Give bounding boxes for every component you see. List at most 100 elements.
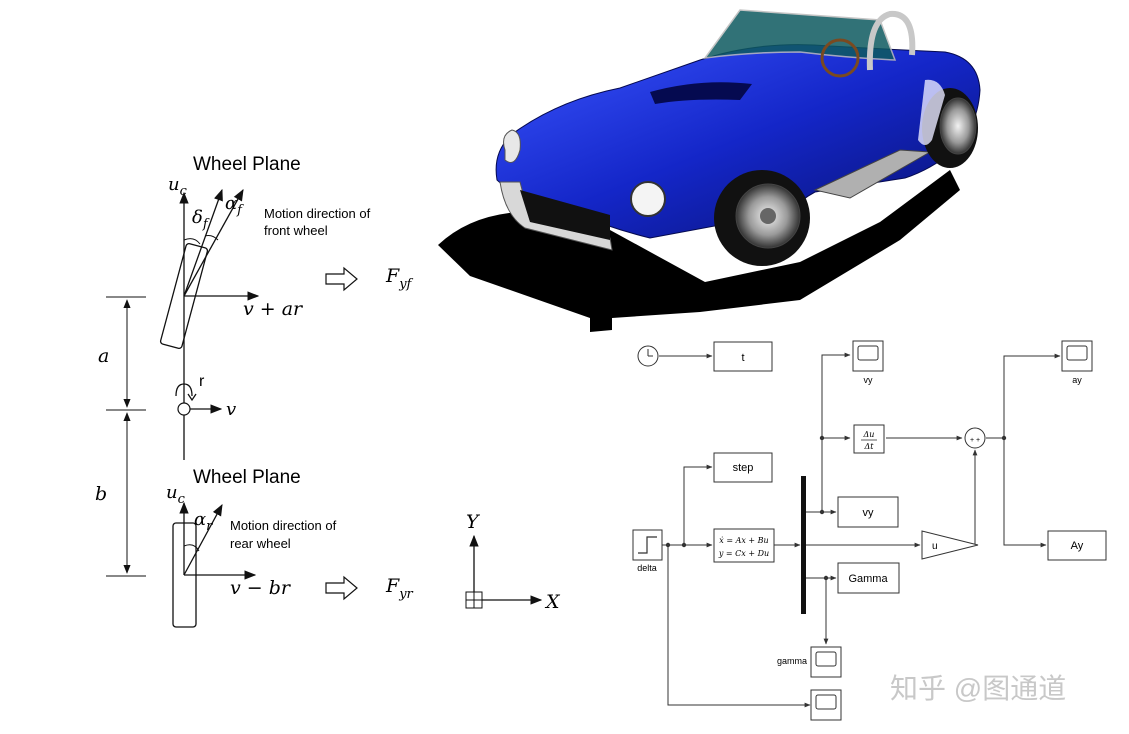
derivative-box xyxy=(853,424,885,454)
branch-dot-vy-1 xyxy=(819,509,825,515)
front-axis-u-label: uc xyxy=(168,174,188,199)
gain-triangle xyxy=(921,530,979,560)
cg-group: v r xyxy=(175,373,236,420)
car-right-headlight xyxy=(630,181,666,217)
wire-vy-scope xyxy=(806,352,851,513)
sum-signs: + + xyxy=(970,437,980,444)
rear-motion-arrow xyxy=(183,503,223,576)
front-velocity-label: v + ar xyxy=(243,298,304,320)
front-delta-label: δf xyxy=(192,207,210,232)
state-space-eq-1: ẋ = Ax + Bu xyxy=(719,536,768,545)
front-wheel-rect xyxy=(159,242,209,350)
wire-sum-scope-ay xyxy=(1003,353,1061,438)
branch-dots xyxy=(665,435,1007,581)
to-workspace-ay-label: Ay xyxy=(1071,540,1084,552)
rear-alpha-arc xyxy=(183,544,200,552)
front-wheel-plane-title: Wheel Plane xyxy=(193,154,301,175)
to-workspace-step-label: step xyxy=(733,462,754,474)
demux-bar[interactable] xyxy=(801,476,806,614)
car-left-headlight xyxy=(503,129,521,163)
rear-wheel-group: Wheel Plane uc αr Motion direction of re… xyxy=(166,467,414,628)
wire-step-scope xyxy=(667,545,811,708)
rear-wheel-plane-title: Wheel Plane xyxy=(193,467,301,488)
to-workspace-step-box xyxy=(713,452,773,483)
scope-gamma[interactable]: gamma xyxy=(777,646,842,678)
yaw-rate-label: r xyxy=(199,373,205,390)
car-grille xyxy=(520,190,610,240)
car-windshield xyxy=(703,9,897,61)
scope-step[interactable] xyxy=(810,689,842,721)
step-source-label: delta xyxy=(637,563,657,573)
to-workspace-gamma[interactable]: Gamma xyxy=(837,562,900,594)
state-space-box xyxy=(713,528,775,563)
state-space-block[interactable]: ẋ = Ax + Bu y = Cx + Du xyxy=(713,528,775,563)
front-force-label: Fyf xyxy=(385,265,414,292)
branch-dot-vy-2 xyxy=(819,435,825,441)
rear-axis-u-label: uc xyxy=(166,482,186,507)
to-workspace-gamma-box xyxy=(837,562,900,594)
car-steering-wheel xyxy=(820,38,860,78)
scope-ay[interactable]: ay xyxy=(1061,340,1093,385)
to-workspace-step[interactable]: step xyxy=(713,452,773,483)
rear-alpha-label: αr xyxy=(194,509,213,534)
to-workspace-vy-box xyxy=(837,496,899,528)
rear-force-label: Fyr xyxy=(385,575,414,602)
scope-ay-screen-icon xyxy=(1066,345,1088,361)
dimension-lines: a b xyxy=(95,296,146,577)
car-rear-fender-highlight xyxy=(918,79,945,145)
wire-sum-workspace-ay xyxy=(1003,438,1047,548)
to-workspace-gamma-label: Gamma xyxy=(848,573,888,585)
front-motion-text-1: Motion direction of xyxy=(264,206,371,221)
cg-circle xyxy=(177,402,191,416)
front-delta-arc xyxy=(183,238,201,245)
car-illustration xyxy=(438,9,981,332)
xy-frame: Y X xyxy=(465,511,561,613)
derivative-den: Δt xyxy=(864,442,875,451)
scope-gamma-label: gamma xyxy=(777,656,807,666)
branch-dot-gamma xyxy=(823,575,829,581)
sum-block[interactable]: + + xyxy=(964,427,986,449)
wire-gain-sum xyxy=(972,449,978,546)
to-workspace-t-box xyxy=(713,341,773,372)
branch-dot-sum xyxy=(1001,435,1007,441)
front-force-hollow-arrow xyxy=(325,266,358,292)
clock-block[interactable] xyxy=(637,345,659,367)
branch-dot-step-2 xyxy=(665,542,671,548)
to-workspace-vy[interactable]: vy xyxy=(837,496,899,528)
car-roll-bar xyxy=(866,10,916,71)
step-source-block[interactable]: delta xyxy=(632,529,663,573)
to-workspace-ay[interactable]: Ay xyxy=(1047,530,1107,561)
to-workspace-t-label: t xyxy=(741,352,744,364)
front-wheel-group: Wheel Plane uc δf αf Motion direction of… xyxy=(159,154,414,460)
bicycle-model-diagram: Wheel Plane uc δf αf Motion direction of… xyxy=(95,154,561,628)
gain-block[interactable]: u xyxy=(921,530,979,560)
scope-vy[interactable]: vy xyxy=(852,340,884,385)
dim-a-label: a xyxy=(98,345,109,367)
yaw-rate-arc xyxy=(175,383,193,397)
axis-y-label: Y xyxy=(466,511,481,533)
watermark: 知乎 @图通道 xyxy=(890,673,1066,704)
rear-force-hollow-arrow xyxy=(325,575,358,601)
state-space-eq-2: y = Cx + Du xyxy=(718,549,769,558)
step-icon xyxy=(638,536,657,554)
derivative-num: Δu xyxy=(863,430,875,439)
car-rear-rim xyxy=(939,97,977,155)
dim-b-label: b xyxy=(95,483,107,505)
rear-motion-text-2: rear wheel xyxy=(230,536,291,551)
to-workspace-t[interactable]: t xyxy=(713,341,773,372)
car-hood-scoop xyxy=(650,82,752,104)
car-front-hub xyxy=(760,208,776,224)
simulink-diagram: t delta step ẋ = Ax + Bu y = Cx + Du vy xyxy=(632,340,1107,721)
derivative-block[interactable]: Δu Δt xyxy=(853,424,885,454)
gain-label: u xyxy=(932,541,938,552)
scope-vy-label: vy xyxy=(864,375,874,385)
scope-vy-screen-icon xyxy=(857,345,879,361)
car-shadow xyxy=(438,170,960,332)
branch-dot-step-1 xyxy=(681,542,687,548)
scope-ay-label: ay xyxy=(1072,375,1082,385)
front-wheel-plane-arrow xyxy=(183,188,223,297)
to-workspace-vy-label: vy xyxy=(863,507,875,519)
rear-motion-text-1: Motion direction of xyxy=(230,518,337,533)
front-motion-arrow xyxy=(183,188,244,297)
